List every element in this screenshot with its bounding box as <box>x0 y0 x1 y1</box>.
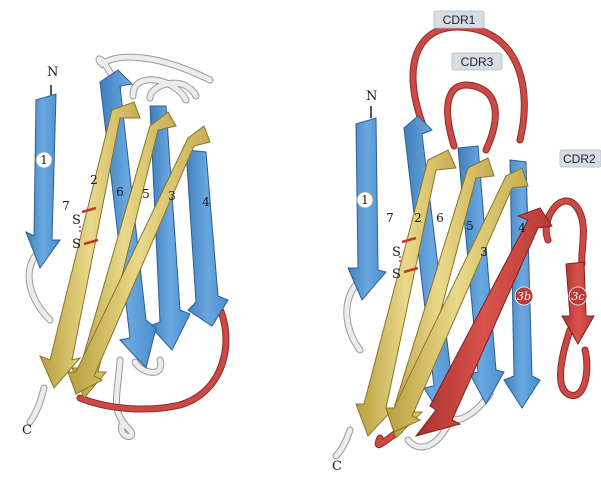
right-num-1: 1 <box>361 193 369 207</box>
right-s-top: S <box>392 245 401 260</box>
cdr3-label-box: CDR3 <box>452 53 502 70</box>
cdr2-label: CDR2 <box>563 152 596 166</box>
right-num-7: 7 <box>386 211 394 225</box>
left-num-7: 7 <box>62 199 70 213</box>
right-num-4: 4 <box>518 221 526 235</box>
right-strand-1 <box>348 118 386 300</box>
left-c-label: C <box>22 423 32 438</box>
cdr2-label-box: CDR2 <box>560 150 601 167</box>
left-num-1: 1 <box>40 153 48 167</box>
cdr3-label: CDR3 <box>461 55 494 69</box>
right-s-bottom: S <box>392 267 401 282</box>
right-n-label: N <box>366 89 377 104</box>
left-strand-1 <box>26 94 60 268</box>
left-strand-4 <box>186 150 228 326</box>
left-domain: 1 2 3 4 5 6 7 S S N C <box>22 57 228 438</box>
left-n-label: N <box>47 65 58 80</box>
left-num-6: 6 <box>116 185 124 199</box>
left-num-4: 4 <box>202 195 210 209</box>
right-num-3: 3 <box>480 245 488 259</box>
right-num-3b: 3b <box>517 290 531 303</box>
right-domain: 1 2 3 4 5 6 7 3b 3c S S N C CDR1 <box>332 11 601 474</box>
cdr1-label-box: CDR1 <box>434 11 484 28</box>
left-s-bottom: S <box>72 237 81 252</box>
right-num-2: 2 <box>414 211 422 225</box>
left-s-top: S <box>72 213 81 228</box>
right-c-label: C <box>332 459 342 474</box>
cdr1-label: CDR1 <box>443 13 476 27</box>
right-num-3c: 3c <box>571 290 584 303</box>
left-num-5: 5 <box>142 187 150 201</box>
left-num-3: 3 <box>168 189 176 203</box>
left-num-2: 2 <box>90 173 98 187</box>
right-num-6: 6 <box>436 211 444 225</box>
right-num-5: 5 <box>466 219 474 233</box>
